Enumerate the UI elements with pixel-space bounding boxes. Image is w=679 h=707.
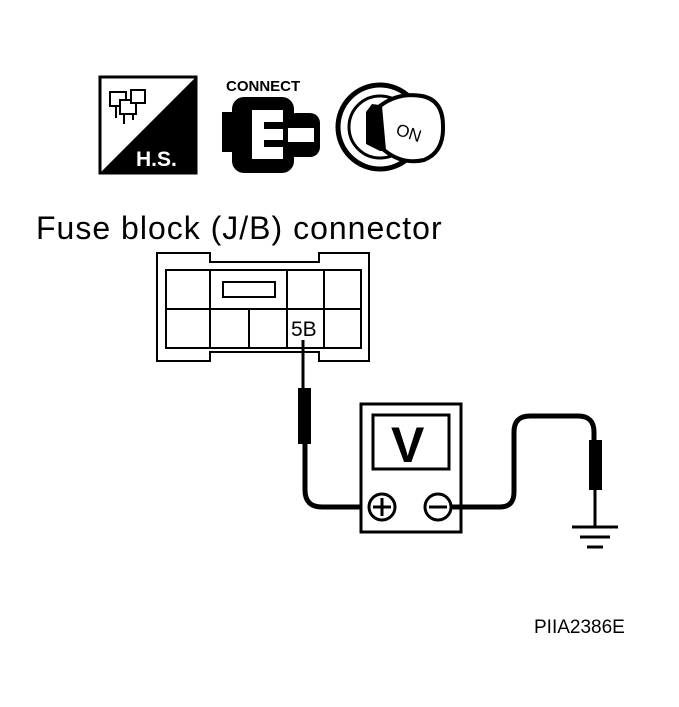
negative-probe-lead bbox=[451, 413, 602, 526]
fuse-block-connector: 5B bbox=[156, 252, 370, 362]
diagram-title: Fuse block (J/B) connector bbox=[36, 210, 443, 246]
negative-terminal-icon bbox=[423, 492, 453, 522]
figure-code: PIIA2386E bbox=[534, 617, 625, 638]
ignition-key-on-icon: ON bbox=[335, 82, 446, 172]
harness-connector-icon: H.S. bbox=[98, 75, 198, 175]
connect-icon: CONNECT bbox=[222, 78, 320, 173]
positive-terminal-icon bbox=[367, 492, 397, 522]
pin-label: 5B bbox=[291, 318, 317, 341]
ground-symbol-icon bbox=[572, 525, 618, 549]
hs-icon-label: H.S. bbox=[136, 148, 177, 171]
voltmeter-symbol: V bbox=[391, 417, 425, 473]
positive-probe-lead bbox=[298, 340, 382, 510]
connect-icon-label: CONNECT bbox=[226, 78, 300, 95]
voltmeter: V bbox=[359, 402, 463, 534]
